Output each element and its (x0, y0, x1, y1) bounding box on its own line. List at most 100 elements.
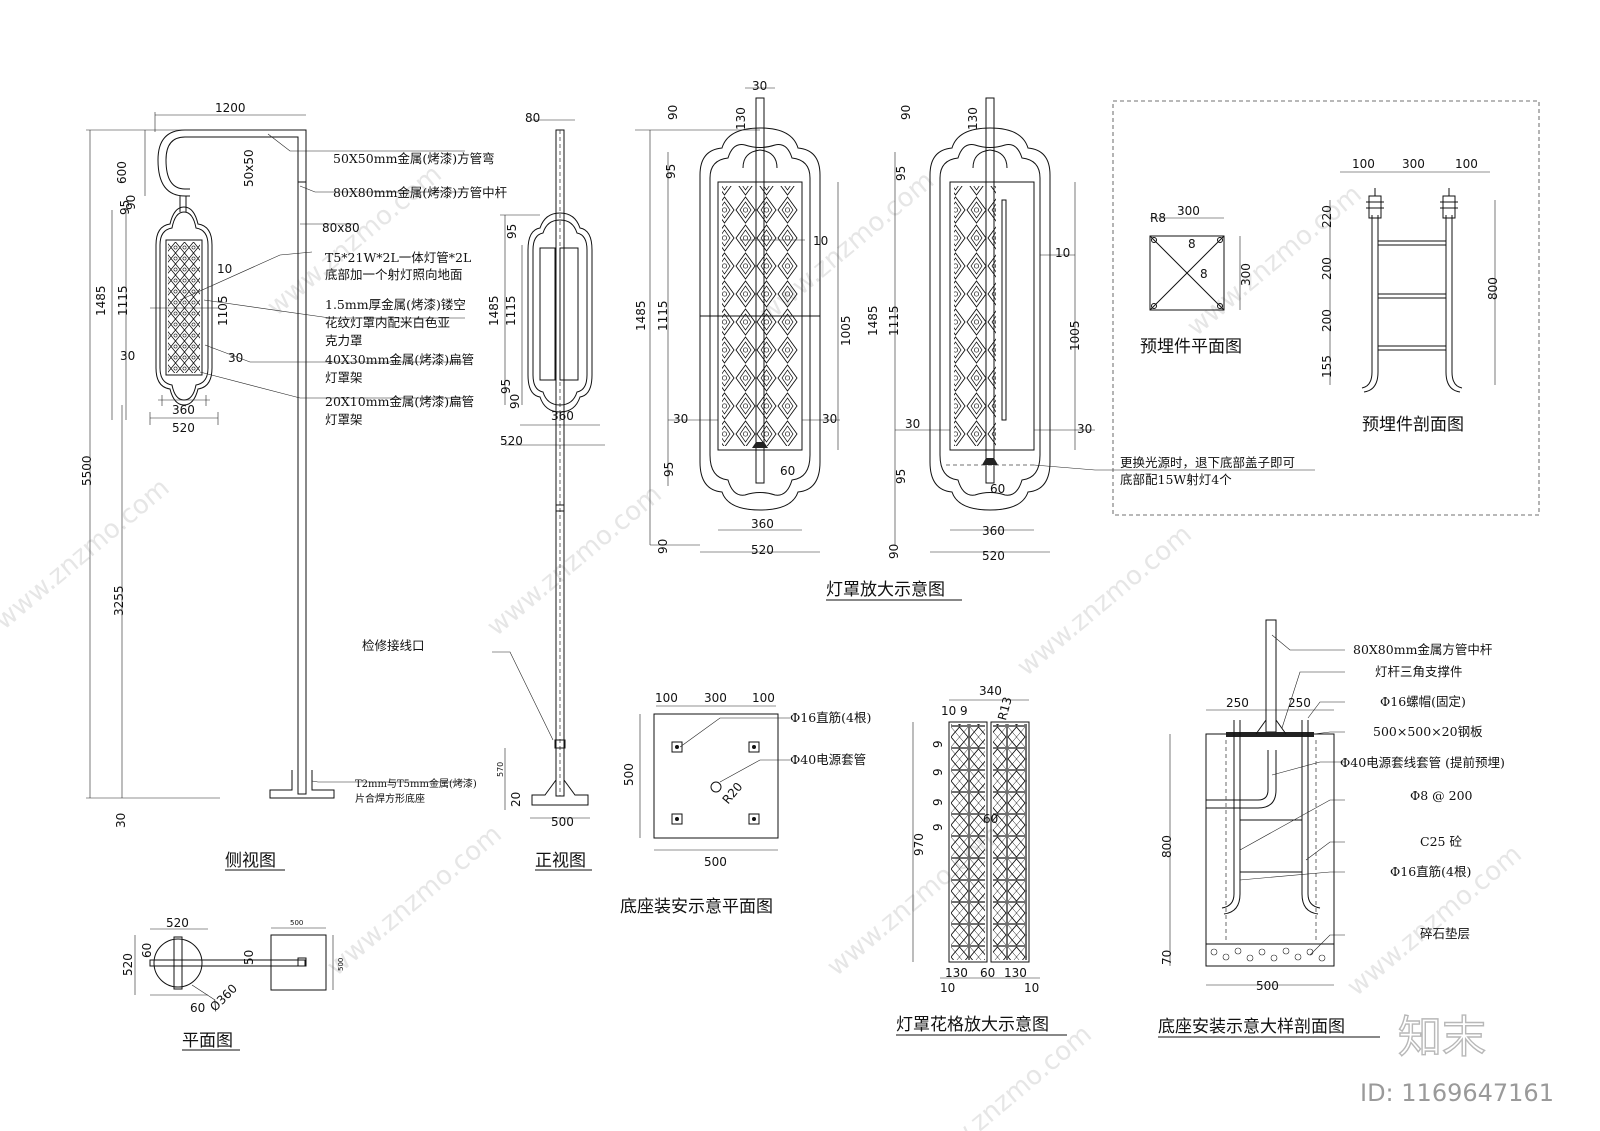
annotation: Φ8 @ 200 (1410, 788, 1473, 803)
dim-label: 90 (887, 544, 901, 559)
dim-label: 95 (894, 166, 908, 181)
dim-label: 1105 (216, 295, 230, 326)
dim-label: 8 (1188, 237, 1196, 251)
dim-label: 90 (508, 394, 522, 409)
pole-base (269, 770, 335, 799)
dim-label: 50 (242, 950, 256, 965)
dim-label: 500 (704, 855, 727, 869)
embed-detail-box: 300 R8 8 8 300 预埋件平面图 100 (1112, 100, 1540, 516)
annotation: Φ16直筋(4根) (790, 710, 871, 725)
watermark-text: www.znzmo.com (481, 479, 667, 642)
watermark-text: www.znzmo.com (1011, 519, 1197, 682)
annotation: 80X80mm金属方管中杆 (1353, 642, 1493, 657)
dim-label: 100 (655, 691, 678, 705)
dim-label: 60 (983, 812, 998, 826)
lamp-enlarged-front: 30 10 30 30 60 360 520 90 130 95 1485 11… (634, 79, 853, 557)
lamp-outline (929, 127, 1051, 511)
watermark-text: www.znzmo.com (321, 819, 507, 982)
base-install-section: 250 250 500 800 70 80X80mm金属方管中杆 灯杆三角支撑件… (1158, 619, 1505, 1038)
dim-label: 30 (752, 79, 767, 93)
dim-label: 90 (666, 105, 680, 120)
drawing-title: 底座装安示意平面图 (620, 897, 773, 917)
dim-label: 520 (121, 953, 135, 976)
dim-label: 520 (172, 421, 195, 435)
dim-label: 50x50 (242, 149, 256, 187)
dim-label: 10 (813, 234, 828, 248)
annotation: Φ16螺帽(固定) (1380, 694, 1466, 709)
dim-label: 520 (166, 916, 189, 930)
dim-label: 570 (496, 762, 505, 777)
watermark-text: www.znzmo.com (1181, 179, 1367, 342)
dim-label: 70 (1160, 950, 1174, 965)
image-id-label: ID: 1169647161 (1360, 1079, 1554, 1107)
dim-label: 60 (780, 464, 795, 478)
dim-label: 80 (525, 111, 540, 125)
annotation: 底部配15W射灯4个 (1120, 472, 1232, 487)
dim-label: 95 (894, 469, 908, 484)
dim-label: 100 (1352, 157, 1375, 171)
annotation: 500×500×20钢板 (1373, 724, 1483, 739)
dim-label: Ø360 (207, 981, 240, 1014)
lamp-outline (699, 127, 821, 511)
dim-label: 500 (337, 958, 345, 971)
dim-label: 10 (217, 262, 232, 276)
dim-label: 30 (822, 412, 837, 426)
drawing-title: 预埋件平面图 (1140, 337, 1242, 357)
concrete-footing (1205, 733, 1335, 945)
dim-label: 220 (1320, 205, 1334, 228)
drawing-title: 平面图 (182, 1031, 233, 1051)
annotation: 灯罩架 (325, 412, 363, 427)
plan-view: 520 60 500 520 60 50 500 Ø360 平面图 (121, 916, 345, 1051)
lamp-plan-circle (153, 938, 203, 988)
annotation: 片合焊方形底座 (355, 792, 425, 805)
dim-label: 9 (931, 823, 945, 831)
lamp-outline (159, 211, 209, 401)
lamp-enlarged-side: 10 30 30 60 360 520 90 130 95 1485 1115 … (826, 97, 1315, 601)
dim-label: 520 (982, 549, 1005, 563)
detail-frame (1112, 100, 1540, 516)
dim-label: 360 (982, 524, 1005, 538)
dim-label: 9 (931, 768, 945, 776)
pole-shaft (297, 181, 307, 795)
dim-label: 9 (931, 740, 945, 748)
dim-label: 60 (980, 966, 995, 980)
dim-label: 1005 (1068, 320, 1082, 351)
dim-label: 520 (500, 434, 523, 448)
dim-label: 300 (1402, 157, 1425, 171)
drawing-title: 侧视图 (225, 851, 276, 871)
lamp-outline (532, 219, 588, 406)
dim-label: 95 (664, 164, 678, 179)
dim-label: 360 (751, 517, 774, 531)
watermark-text: www.znzmo.com (911, 1019, 1097, 1131)
side-view: 1200 80x80 10 30 30 360 520 600 50x50 95… (80, 101, 508, 871)
dim-label: 520 (751, 543, 774, 557)
dim-label: 800 (1486, 277, 1500, 300)
dim-label: 10 (1055, 246, 1070, 260)
annotation: 50X50mm金属(烤漆)方管弯 (333, 151, 495, 166)
dim-label: 90 (124, 195, 138, 210)
dim-label: 130 (966, 107, 980, 130)
dim-label: 30 (905, 417, 920, 431)
annotation: T5*21W*2L一体灯管*2L (325, 250, 471, 265)
gravel-bed (1205, 943, 1335, 967)
dim-label: 500 (622, 763, 636, 786)
dim-label: 30 (120, 349, 135, 363)
annotation: 灯杆三角支撑件 (1375, 664, 1463, 679)
dim-label: R13 (995, 695, 1015, 721)
annotation: 80X80mm金属(烤漆)方管中杆 (333, 185, 508, 200)
annotation: 检修接线口 (362, 638, 425, 653)
dim-label: 30 (673, 412, 688, 426)
pole-base (531, 779, 589, 806)
annotation: 底部加一个射灯照向地面 (325, 267, 463, 282)
lattice-enlarged: 340 10 9 R13 9 9 9 9 60 970 130 60 130 1… (896, 684, 1067, 1036)
drawing-title: 灯罩放大示意图 (826, 580, 945, 600)
dim-label: 5500 (80, 455, 94, 486)
annotation: Φ16直筋(4根) (1390, 864, 1471, 879)
drawing-title: 预埋件剖面图 (1362, 415, 1464, 435)
annotation: Φ40电源套线套管 (提前预埋) (1340, 755, 1505, 770)
dim-label: 90 (656, 539, 670, 554)
drawing-title: 底座安装示意大样剖面图 (1158, 1017, 1345, 1037)
watermark-text: www.znzmo.com (0, 473, 175, 636)
dim-label: 300 (704, 691, 727, 705)
dim-label: 95 (499, 379, 513, 394)
